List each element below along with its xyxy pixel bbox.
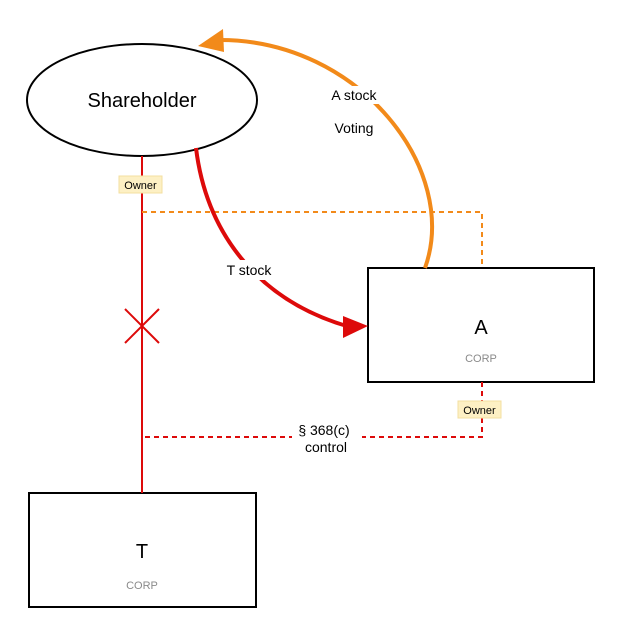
severed-ownership-x-icon <box>124 308 160 344</box>
a-owner-badge-text: Owner <box>463 405 496 417</box>
corp-a-type: CORP <box>465 353 497 365</box>
control-edge-label-line1: § 368(c) <box>298 422 349 438</box>
a-owner-badge: Owner <box>457 400 502 419</box>
corp-t-label: T <box>136 541 148 563</box>
shareholder-owner-badge-text: Owner <box>124 180 157 192</box>
control-edge-label-line2: control <box>305 439 347 455</box>
a-t-control-line <box>142 382 483 438</box>
a-stock-edge-label-line2: Voting <box>335 120 374 136</box>
a-stock-edge-label-line1: A stock <box>331 87 377 103</box>
corp-a-label: A <box>474 317 488 339</box>
corp-t-type: CORP <box>126 580 158 592</box>
shareholder-label: Shareholder <box>88 90 197 112</box>
t-stock-edge-label: T stock <box>227 262 273 278</box>
corp-a-node[interactable] <box>367 267 595 383</box>
a-stock-arrow <box>219 38 435 269</box>
t-stock-arrow <box>194 147 351 329</box>
shareholder-owner-badge: Owner <box>118 175 163 194</box>
a-stock-arrowhead-icon <box>198 29 224 52</box>
t-stock-arrowhead-icon <box>343 316 368 338</box>
